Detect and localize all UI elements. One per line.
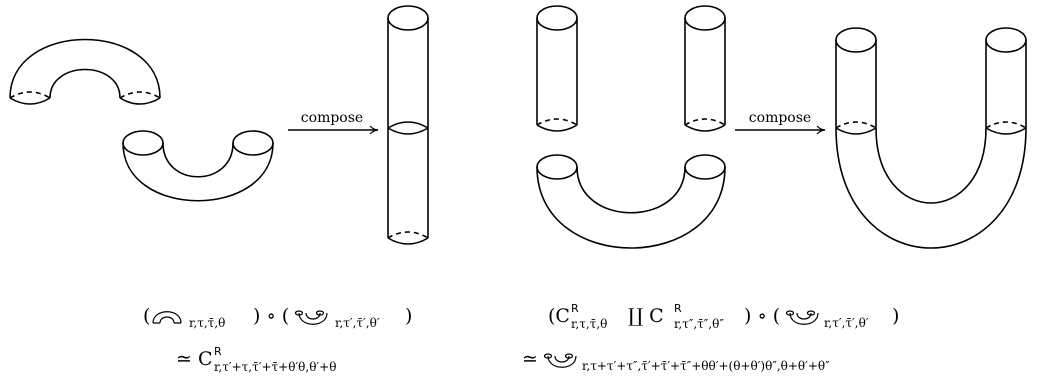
- cap-icon: [152, 311, 182, 324]
- c-superscript: R: [214, 345, 222, 358]
- cup-subscript-right: r,τ′,τ̄′,θ′: [824, 316, 869, 330]
- cap-surface: [9, 38, 161, 105]
- identity-cylinder: [387, 5, 429, 245]
- paren-close: ): [405, 305, 412, 327]
- cylinder-left: [536, 5, 578, 132]
- left-formula-line1: ( r,τ,τ̄,θ ) ∘ ( r,τ′,τ̄′,θ′ ): [143, 305, 412, 330]
- big-cup-subscript: r,τ+τ′+τ″,τ̄′+τ̄′+τ̄″+θθ′+(θ+θ′)θ″,θ+θ′+…: [582, 359, 830, 373]
- paren-open: (: [143, 305, 150, 327]
- c2-superscript: R: [674, 302, 682, 315]
- paren-close-right: ): [892, 305, 899, 327]
- cup-icon: [294, 310, 328, 325]
- left-formula-line2: ≃ C R r,τ′+τ,τ̄′+τ̄+θ′θ,θ′+θ: [176, 345, 336, 374]
- coproduct-c: ∐ C: [628, 305, 664, 327]
- compose-operator-right: ) ∘ (: [744, 305, 780, 327]
- equivalence-symbol: ≃: [522, 348, 538, 370]
- cap-subscript: r,τ,τ̄,θ: [189, 316, 225, 330]
- right-formula-line2: ≃ r,τ+τ′+τ″,τ̄′+τ̄′+τ̄″+θθ′+(θ+θ′)θ″,θ+θ…: [522, 348, 830, 373]
- compose-label-right: compose: [749, 110, 811, 126]
- cup-surface: [122, 130, 274, 202]
- cup-subscript: r,τ′,τ̄′,θ′: [335, 316, 380, 330]
- c-subscript: r,τ′+τ,τ̄′+τ̄+θ′θ,θ′+θ: [214, 360, 336, 374]
- cup-icon: [785, 310, 819, 325]
- big-cup-surface: [835, 27, 1027, 249]
- compose-label-left: compose: [301, 110, 363, 126]
- c1-subscript: r,τ,τ̄,θ: [571, 317, 607, 331]
- paren-open-c: (C: [548, 305, 570, 327]
- right-formula-line1: (C R r,τ,τ̄,θ ∐ C R r,τ″,τ̄″,θ″ ) ∘ ( r,…: [548, 302, 899, 331]
- cup-surface-right: [536, 154, 726, 249]
- cylinder-right: [684, 5, 726, 132]
- c2-subscript: r,τ″,τ̄″,θ″: [674, 317, 724, 331]
- c1-superscript: R: [571, 302, 579, 315]
- compose-operator: ) ∘ (: [253, 305, 289, 327]
- equivalence-c: ≃ C: [176, 348, 213, 370]
- cup-icon: [543, 353, 577, 368]
